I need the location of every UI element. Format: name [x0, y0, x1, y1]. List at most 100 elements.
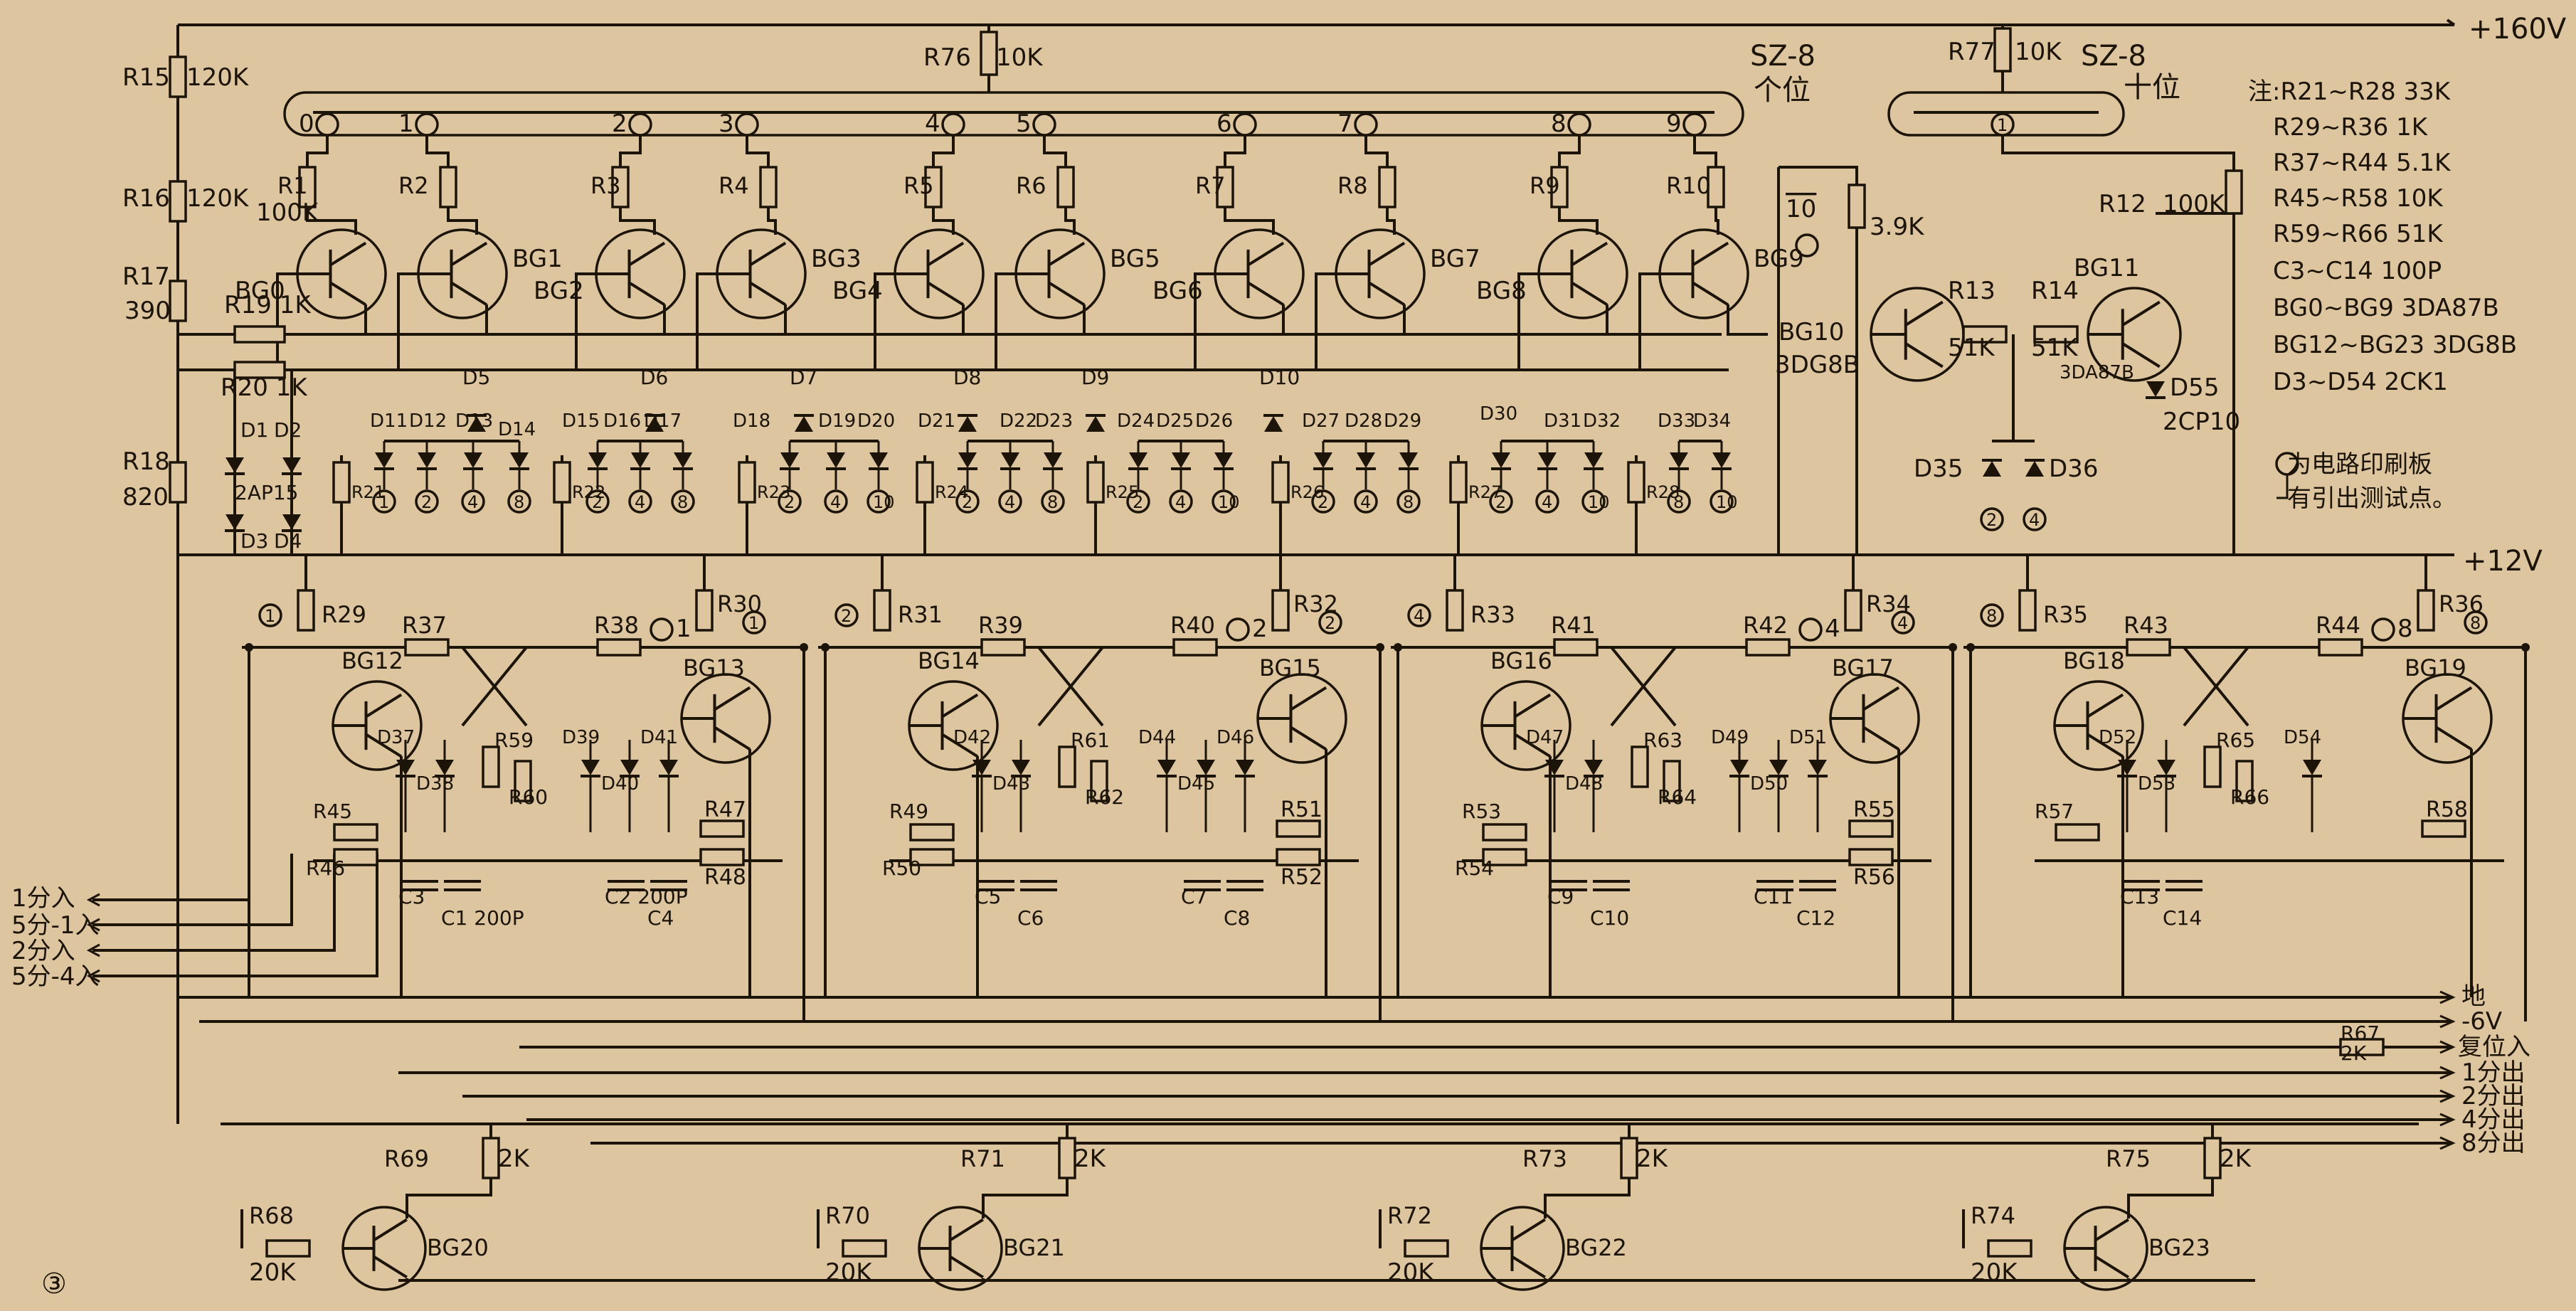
base-wire-1 — [397, 272, 418, 370]
weight-tp-0-1 — [415, 489, 439, 514]
stage-2-cap-label-2: C11 — [1754, 885, 1793, 908]
bg-4-collector — [927, 241, 965, 267]
stage-1-diode-4 — [1236, 760, 1254, 775]
diode-row-label-15: D26 — [1195, 410, 1233, 432]
diode-row-label-3: D14 — [498, 419, 536, 440]
stage-1-rs2 — [1090, 760, 1108, 802]
driver-2-rc — [1620, 1137, 1638, 1179]
diode-row-label-23: D34 — [1693, 410, 1731, 432]
matrix-diode-3-2 — [1044, 452, 1062, 468]
r77-label: R77 — [1948, 38, 1995, 66]
stage-0-rc-label: R37 — [402, 612, 447, 639]
out1-label: 1分出 — [2461, 1058, 2525, 1087]
driver-3-collector — [2094, 1218, 2129, 1242]
weight-tp-0-1-label: 2 — [421, 492, 432, 512]
stage-2-rl-1 — [1482, 848, 1527, 866]
stage-3-cap-label-1: C14 — [2163, 906, 2202, 930]
input-arrow-3 — [86, 969, 100, 983]
r-matrix-0 — [332, 461, 351, 504]
r16-label: R16 — [122, 184, 170, 213]
stage-1-ql-label: BG14 — [918, 647, 980, 674]
matrix-diode-5-2 — [1399, 452, 1418, 468]
bg-label-8: BG8 — [1476, 277, 1527, 305]
matrix-diode-1-1 — [631, 452, 650, 468]
r-matrix-3 — [916, 461, 934, 504]
stage-2-tp-l — [1407, 603, 1431, 627]
weight-tp-0-0 — [372, 489, 396, 514]
weight-tp-2-1-label: 4 — [830, 492, 841, 512]
bg10-label: BG10 — [1779, 318, 1844, 346]
r13-value: 51K — [1948, 334, 1995, 362]
stage-0-rl-0 — [333, 823, 378, 842]
emitter-wire-7 — [1403, 304, 1444, 336]
driver-1-collector — [949, 1218, 984, 1242]
weight-tp-7-0 — [1667, 489, 1691, 514]
base-wire-9 — [1638, 272, 1660, 370]
matrix-diode-0-0 — [375, 452, 393, 468]
weight-tp-5-0-label: 2 — [1318, 492, 1328, 512]
stage-2-diode-label-1: D48 — [1565, 773, 1603, 795]
stage-0-cap-label-1: C1 200P — [441, 906, 524, 930]
d1-label: D1 — [240, 418, 268, 442]
stage-0-diode-2 — [581, 760, 600, 775]
matrix-diode-6-2 — [1584, 452, 1603, 468]
matrix-diode-4-2 — [1214, 452, 1233, 468]
tens-left-wire — [1779, 166, 1858, 555]
stage-1-rl-label-0: R49 — [889, 800, 928, 823]
driver-3-rc — [2203, 1137, 2222, 1179]
weight-tp-2-0-label: 2 — [784, 492, 795, 512]
diode-top-label-4: D9 — [1081, 366, 1109, 389]
stage-3-diode-0 — [2118, 760, 2136, 775]
stage-1-cap-label-0: C5 — [975, 885, 1001, 908]
r-matrix-7 — [1627, 461, 1645, 504]
tube-pin-9 — [1682, 112, 1707, 137]
d36-tp — [2023, 507, 2047, 531]
matrix-diode-6-0 — [1492, 452, 1510, 468]
anode-wire-0 — [306, 135, 329, 167]
anode-wire2-3 — [767, 207, 777, 235]
stage-1-rb — [1271, 589, 1290, 632]
weight-tp-2-0 — [778, 489, 802, 514]
junction-dot — [1394, 643, 1402, 652]
stage-2-tp-r-label: 4 — [1897, 613, 1908, 633]
stage-3-ra — [2018, 589, 2037, 632]
driver-3-q-label: BG23 — [2148, 1234, 2210, 1261]
stage-2-tp-r — [1891, 610, 1915, 635]
stage-1-rd — [1172, 638, 1218, 657]
r12 — [2225, 169, 2243, 215]
driver-1-rc-label: R71 — [960, 1145, 1005, 1172]
stage-0-rb-label: R30 — [717, 590, 762, 617]
driver-0-rc-bot — [406, 1178, 492, 1219]
stage-3-tp-r — [2464, 610, 2488, 635]
d35-tp-label: 2 — [1986, 510, 1997, 530]
legend-tp — [2275, 452, 2299, 476]
input-4: 5分-4入 — [11, 962, 100, 991]
r-label-8: R9 — [1530, 172, 1560, 199]
junction-dot — [245, 643, 253, 652]
tens-pin-label: 1 — [1997, 115, 2008, 135]
matrix-diode-7-0 — [1670, 452, 1688, 468]
tube-pin-5 — [1032, 112, 1056, 137]
stage-1-diode-label-4: D46 — [1217, 727, 1254, 748]
base-wire-4 — [874, 272, 895, 370]
stage-3-rl-label-0: R57 — [2035, 800, 2074, 823]
r14-label: R14 — [2031, 277, 2079, 305]
d36 — [2025, 461, 2044, 477]
weight-tp-6-0-label: 2 — [1495, 492, 1506, 512]
anode-wire-6 — [1224, 135, 1246, 167]
r17 — [169, 280, 187, 322]
r19-label: R19 1K — [224, 291, 312, 319]
driver-1-rb-label: R70 — [825, 1202, 870, 1229]
r-label-4: R5 — [903, 172, 934, 199]
r77 — [1993, 27, 2012, 73]
anode-wire-9 — [1693, 135, 1717, 167]
weight-tp-5-0 — [1311, 489, 1335, 514]
driver-3-rc-value: 2K — [2220, 1145, 2252, 1173]
stage-2-out-tp — [1798, 617, 1823, 642]
weight-tp-1-1-label: 4 — [635, 492, 645, 512]
r-matrix-1 — [553, 461, 571, 504]
diode-row-label-6: D17 — [644, 410, 682, 432]
tp-10 — [1795, 233, 1819, 258]
driver-1-emitter — [949, 1255, 984, 1279]
